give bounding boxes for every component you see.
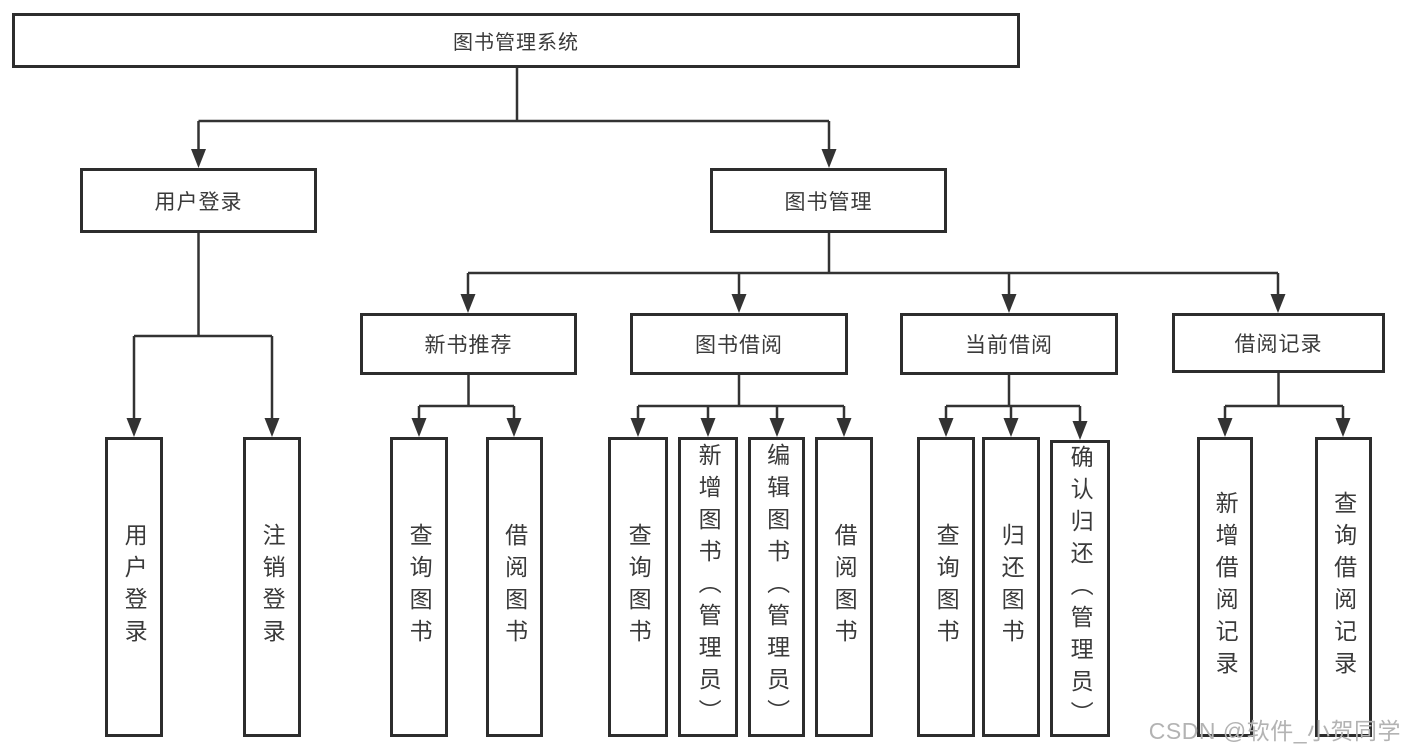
watermark-text: CSDN @软件_小贺同学: [1148, 718, 1401, 744]
node-user-login: 用户登录: [80, 168, 317, 233]
section-book-borrow: 图书借阅: [630, 313, 848, 375]
leaf-query-books-borrow: 查询图书: [608, 437, 668, 737]
leaf-borrow-books-recommend: 借阅图书: [486, 437, 543, 737]
leaf-edit-book-admin: 编辑图书（管理员）: [748, 437, 805, 737]
section-borrow-records: 借阅记录: [1172, 313, 1385, 373]
section-current-borrow: 当前借阅: [900, 313, 1118, 375]
leaf-borrow-books: 借阅图书: [815, 437, 873, 737]
leaf-confirm-return-admin: 确认归还（管理员）: [1050, 440, 1110, 737]
section-new-book-recommend: 新书推荐: [360, 313, 577, 375]
leaf-return-book: 归还图书: [982, 437, 1040, 737]
leaf-query-books-recommend: 查询图书: [390, 437, 448, 737]
leaf-query-borrow-record: 查询借阅记录: [1315, 437, 1372, 737]
leaf-user-login: 用户登录: [105, 437, 163, 737]
leaf-logout: 注销登录: [243, 437, 301, 737]
node-root: 图书管理系统: [12, 13, 1020, 68]
leaf-query-books-current: 查询图书: [917, 437, 975, 737]
leaf-add-borrow-record: 新增借阅记录: [1197, 437, 1253, 737]
node-book-management: 图书管理: [710, 168, 947, 233]
leaf-add-book-admin: 新增图书（管理员）: [678, 437, 738, 737]
